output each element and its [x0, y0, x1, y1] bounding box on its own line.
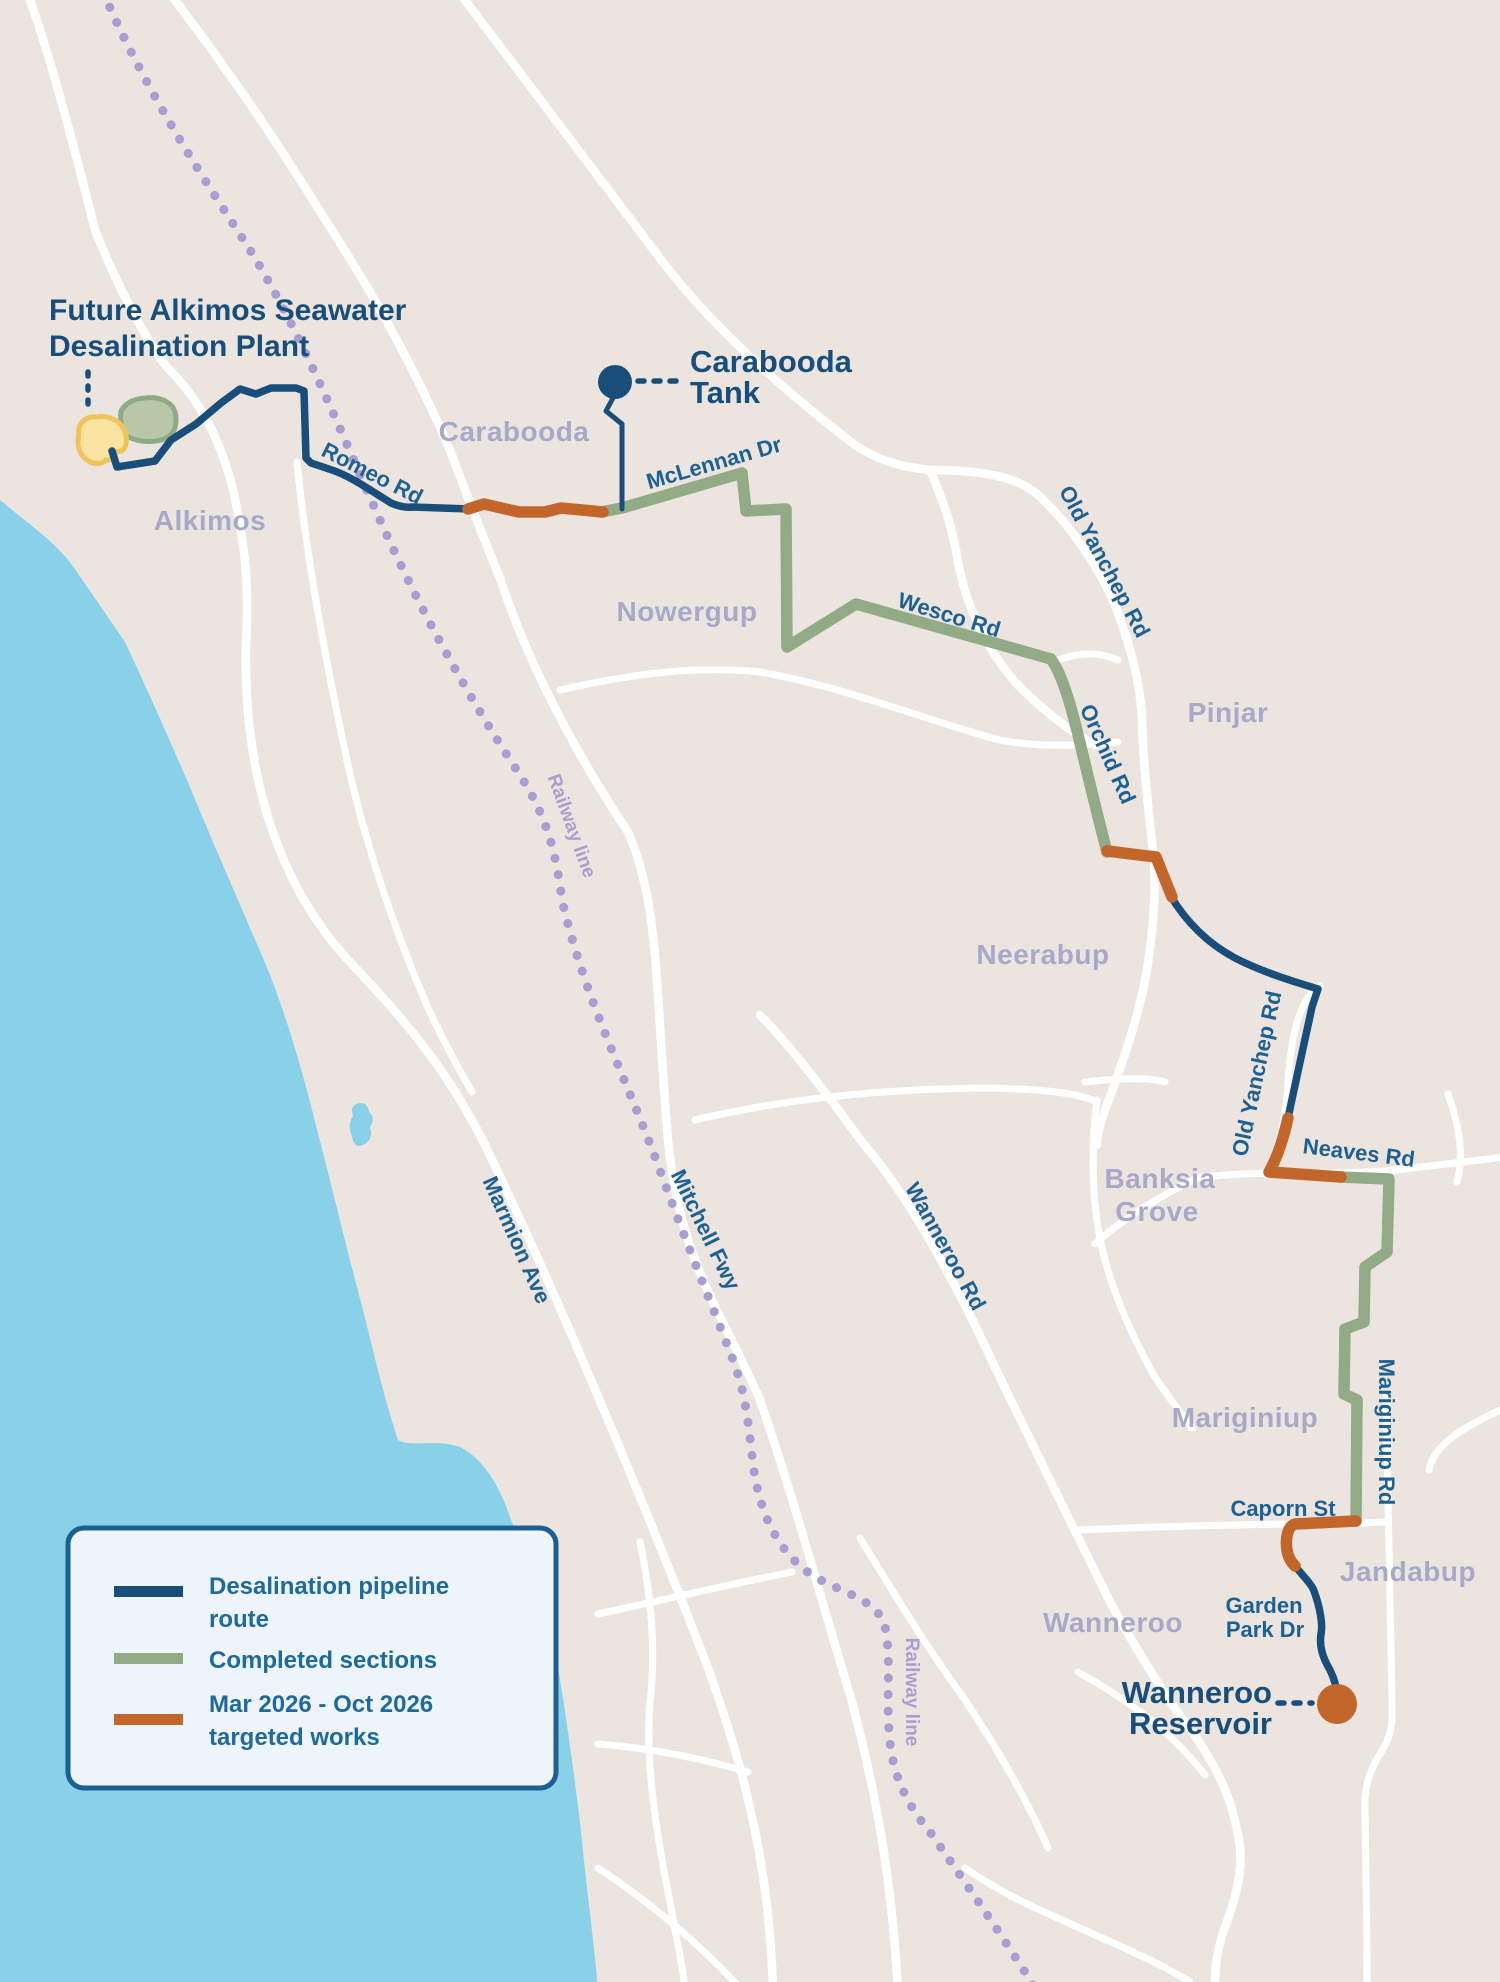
tank-label-line2: Tank — [690, 375, 761, 410]
lake — [349, 1103, 373, 1146]
road-neaves — [1091, 1154, 1500, 1248]
road-label-caporn: Caporn St — [1230, 1496, 1336, 1521]
works-carabooda — [462, 498, 609, 518]
road-south-diagonal — [961, 1864, 1194, 1982]
legend-label-completed: Completed sections — [209, 1647, 437, 1674]
tank-connector-line — [603, 395, 625, 512]
road-bottom-cross-2 — [594, 1740, 752, 1776]
road-mid-south-diagonal — [856, 1534, 1052, 1852]
legend: Desalination pipeline route Completed se… — [65, 1525, 559, 1791]
road-label-garden-park-line1: Garden — [1225, 1593, 1302, 1618]
road-mitchell-fwy — [169, 0, 902, 1982]
suburb-neerabup: Neerabup — [976, 939, 1109, 970]
road-old-yanchep-north — [925, 465, 1159, 1150]
road-label-mariginiup-rd: Mariginiup Rd — [1374, 1359, 1399, 1506]
suburb-carabooda: Carabooda — [439, 416, 590, 447]
works-orchid-south — [1101, 845, 1178, 903]
road-bottom-cross-3 — [594, 1864, 740, 1982]
road-nowergup-east — [556, 666, 1122, 749]
pipeline-navy-neerabup — [1166, 891, 1322, 1122]
railway-label-south: Railway line — [901, 1638, 922, 1747]
road-bottom-cross-1 — [594, 1568, 796, 1618]
suburb-nowergup: Nowergup — [617, 596, 758, 627]
road-banksia-north — [691, 1084, 1101, 1124]
completed-mclennan-wesco-orchid — [595, 467, 1113, 858]
suburb-banksia-grove-line2: Grove — [1115, 1196, 1198, 1227]
road-wanneroo-rd — [755, 1010, 1245, 1982]
road-orchid-spur — [1054, 650, 1122, 664]
road-label-garden-park-line2: Park Dr — [1226, 1617, 1305, 1642]
pipeline-navy-plant-to-romeo — [108, 384, 474, 513]
legend-label-works-line1: Mar 2026 - Oct 2026 — [209, 1691, 433, 1718]
pipeline-navy-garden-park — [1291, 1562, 1341, 1702]
wanneroo-reservoir-marker — [1317, 1684, 1357, 1724]
suburb-banksia-grove-line1: Banksia — [1105, 1163, 1216, 1194]
legend-box — [65, 1525, 559, 1791]
suburb-wanneroo: Wanneroo — [1043, 1607, 1183, 1638]
reservoir-label-line2: Reservoir — [1129, 1706, 1272, 1741]
pipeline-route-targeted-works — [462, 498, 1362, 1572]
road-northeast-diagonal — [459, 0, 1100, 750]
road-neerabup-connector — [1081, 1075, 1169, 1086]
legend-label-pipeline-line2: route — [209, 1606, 269, 1633]
suburb-pinjar: Pinjar — [1188, 697, 1269, 728]
reservoir-label-line1: Wanneroo — [1122, 1675, 1272, 1710]
pipeline-route-completed — [595, 467, 1395, 1527]
suburb-jandabup: Jandabup — [1340, 1556, 1476, 1587]
railway-line-path — [101, 0, 1037, 1982]
road-bottom-vertical — [636, 1538, 688, 1982]
legend-swatch-works — [114, 1714, 183, 1725]
pipeline-route-navy — [108, 384, 1341, 1702]
plant-label-line2: Desalination Plant — [49, 330, 309, 363]
works-caporn — [1280, 1515, 1362, 1572]
legend-swatch-pipeline — [114, 1586, 183, 1597]
suburb-alkimos: Alkimos — [154, 505, 266, 536]
road-mariginiup-vertical — [1361, 1392, 1396, 1982]
road-caporn-west — [1074, 1520, 1292, 1534]
works-neaves — [1263, 1112, 1347, 1183]
completed-mariginiup — [1333, 1171, 1395, 1527]
road-alkimos-east — [293, 458, 476, 1096]
plant-site-yellow-area — [75, 414, 129, 467]
road-marmion-ave — [25, 0, 777, 1982]
plant-label-line1: Future Alkimos Seawater — [49, 294, 407, 327]
carabooda-tank-marker — [598, 365, 632, 399]
legend-swatch-completed — [114, 1653, 183, 1664]
road-jandabup-loop — [1425, 1406, 1500, 1474]
tank-label-line1: Carabooda — [690, 344, 853, 379]
legend-label-works-line2: targeted works — [209, 1724, 380, 1751]
legend-label-pipeline-line1: Desalination pipeline — [209, 1573, 449, 1600]
road-jandabup-north — [1444, 1090, 1464, 1186]
road-banksia-vertical — [1089, 1096, 1196, 1432]
road-wanneroo-link — [1074, 1668, 1209, 1779]
suburb-mariginiup: Mariginiup — [1172, 1402, 1319, 1433]
plant-site-green-area — [118, 395, 179, 444]
